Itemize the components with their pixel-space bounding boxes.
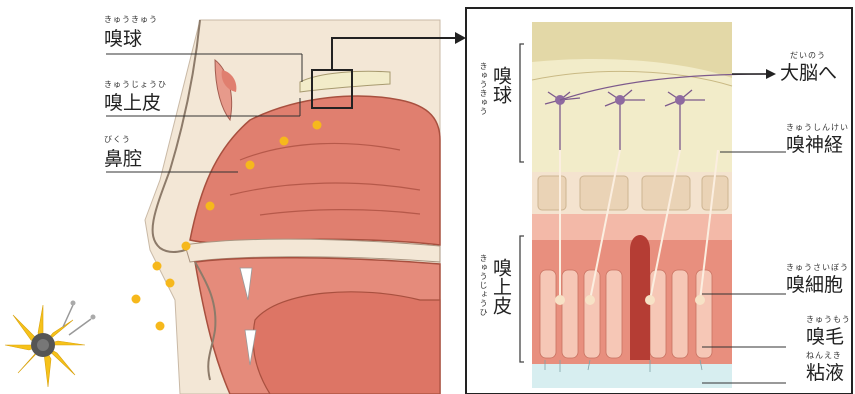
label-olfactory-hair: 嗅毛 (806, 328, 844, 347)
flower-icon (5, 301, 96, 388)
bulb-ruby: きゅうきゅう (104, 14, 158, 25)
hair-ruby: きゅうもう (806, 314, 851, 325)
mucus-ruby: ねんえき (806, 350, 842, 361)
brain-ruby: だいのう (790, 50, 826, 61)
vertical-label-olfactory-bulb: 嗅球 (488, 66, 515, 104)
label-olfactory-bulb: 嗅球 (104, 30, 142, 49)
label-to-cerebrum: 大脳へ (780, 64, 837, 83)
label-olfactory-epithelium: 嗅上皮 (104, 94, 161, 113)
vertical-label-olfactory-epithelium: 嗅上皮 (488, 258, 515, 315)
label-nasal-cavity: 鼻腔 (104, 150, 142, 169)
label-olfactory-nerve: 嗅神経 (786, 136, 843, 155)
head-cross-section (145, 20, 440, 394)
label-olfactory-cell: 嗅細胞 (786, 276, 843, 295)
label-mucus: 粘液 (806, 364, 844, 383)
nerve-ruby: きゅうしんけい (786, 122, 849, 133)
cavity-ruby: びくう (104, 134, 131, 145)
cell-ruby: きゅうさいぼう (786, 262, 849, 273)
epithelium-ruby: きゅうじょうひ (104, 79, 167, 90)
